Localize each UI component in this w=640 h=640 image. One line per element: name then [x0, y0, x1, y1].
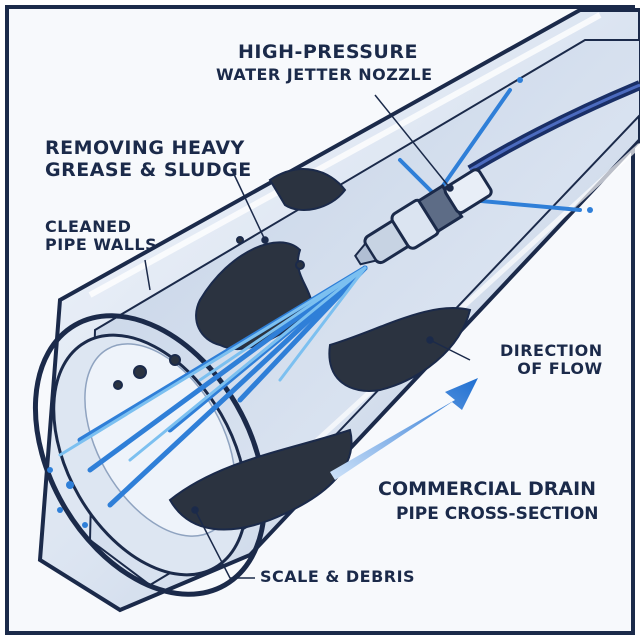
flow-label-line2: OF FLOW: [517, 359, 603, 379]
grease-label-line2: GREASE & SLUDGE: [45, 158, 252, 181]
diagram-title-line1: COMMERCIAL DRAIN: [378, 478, 597, 500]
diagram-subtitle: PIPE CROSS-SECTION: [396, 504, 599, 524]
grease-label-line1: REMOVING HEAVY: [45, 137, 245, 159]
nozzle-label: HIGH-PRESSURE: [238, 41, 418, 64]
nozzle-label-sub: WATER JETTER NOZZLE: [216, 65, 433, 84]
flow-label: DIRECTION OF FLOW: [500, 341, 603, 379]
nozzle-label-line1: HIGH-PRESSURE: [238, 41, 418, 63]
walls-label: CLEANED PIPE WALLS: [45, 217, 158, 255]
nozzle-icon: [354, 168, 493, 266]
grease-label: REMOVING HEAVY GREASE & SLUDGE: [45, 137, 252, 182]
sludge-icon: [113, 168, 472, 531]
debris-label: SCALE & DEBRIS: [260, 567, 416, 586]
walls-label-line1: CLEANED: [45, 217, 132, 236]
water-spray-icon: [47, 77, 593, 528]
debris-label-text: SCALE & DEBRIS: [260, 567, 416, 586]
flow-arrow-icon: [330, 378, 478, 480]
diagram-title: COMMERCIAL DRAIN: [378, 478, 596, 501]
flow-label-line1: DIRECTION: [500, 341, 603, 360]
leader-lines: [144, 94, 471, 579]
nozzle-label-line2: WATER JETTER NOZZLE: [216, 65, 433, 84]
walls-label-line2: PIPE WALLS: [45, 235, 158, 255]
diagram-title-line2: PIPE CROSS-SECTION: [396, 504, 599, 524]
